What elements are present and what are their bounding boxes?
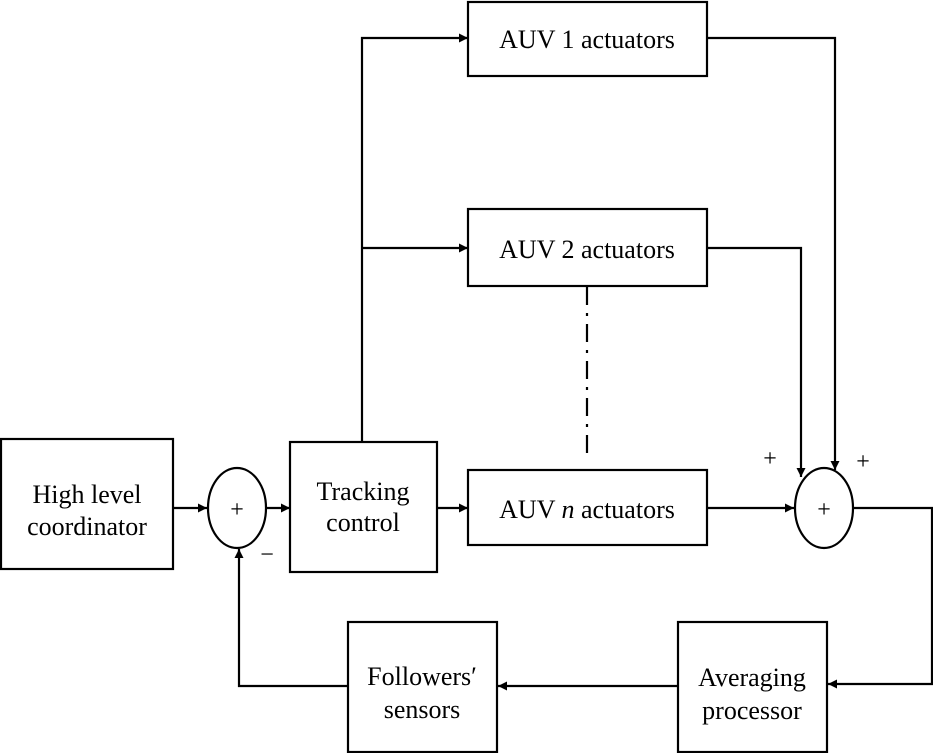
tracking-control-block: Tracking control <box>288 440 439 574</box>
high-level-coordinator-block: High level coordinator <box>0 437 175 571</box>
auv2-actuators-block: AUV 2 actuators <box>466 207 709 288</box>
output-sum-to-averaging-wire <box>828 506 933 689</box>
auv1-to-output-sum-wire <box>707 36 840 470</box>
error-summing-junction: + − <box>206 466 274 568</box>
feedback-minus-sign: − <box>260 542 274 568</box>
output-sum-right-plus: + <box>856 449 870 475</box>
sensors-label-line2: sensors <box>384 695 461 724</box>
sensors-label-line1: Followers′ <box>367 662 477 691</box>
tracking-label-line2: control <box>326 508 400 537</box>
sensors-feedback-wire <box>234 549 348 688</box>
tracking-label-line1: Tracking <box>317 477 410 506</box>
auv1-actuators-block: AUV 1 actuators <box>466 0 709 78</box>
output-sum-left-plus: + <box>763 446 777 472</box>
auv2-to-output-sum-wire <box>707 246 806 477</box>
followers-sensors-block: Followers′ sensors <box>346 620 499 753</box>
output-sum-symbol: + <box>817 497 831 523</box>
error-sum-symbol: + <box>230 497 244 523</box>
auvn-label-index: n <box>562 495 575 524</box>
connections <box>173 33 933 691</box>
auvn-actuators-block: AUV n actuators <box>466 468 709 547</box>
coordinator-label-line1: High level <box>32 480 141 509</box>
averaging-label-line1: Averaging <box>698 663 806 692</box>
auv2-label: AUV 2 actuators <box>499 235 675 264</box>
coordinator-label-line2: coordinator <box>27 512 147 541</box>
auvn-label-suffix: actuators <box>575 495 675 524</box>
auvn-label-prefix: AUV <box>499 495 561 524</box>
auv1-label: AUV 1 actuators <box>499 25 675 54</box>
averaging-processor-block: Averaging processor <box>676 620 829 753</box>
tracking-branch-trunk-wire <box>360 33 468 442</box>
auvn-label: AUV n actuators <box>499 495 675 524</box>
output-summing-junction: + + + <box>763 446 870 550</box>
averaging-label-line2: processor <box>702 696 802 725</box>
